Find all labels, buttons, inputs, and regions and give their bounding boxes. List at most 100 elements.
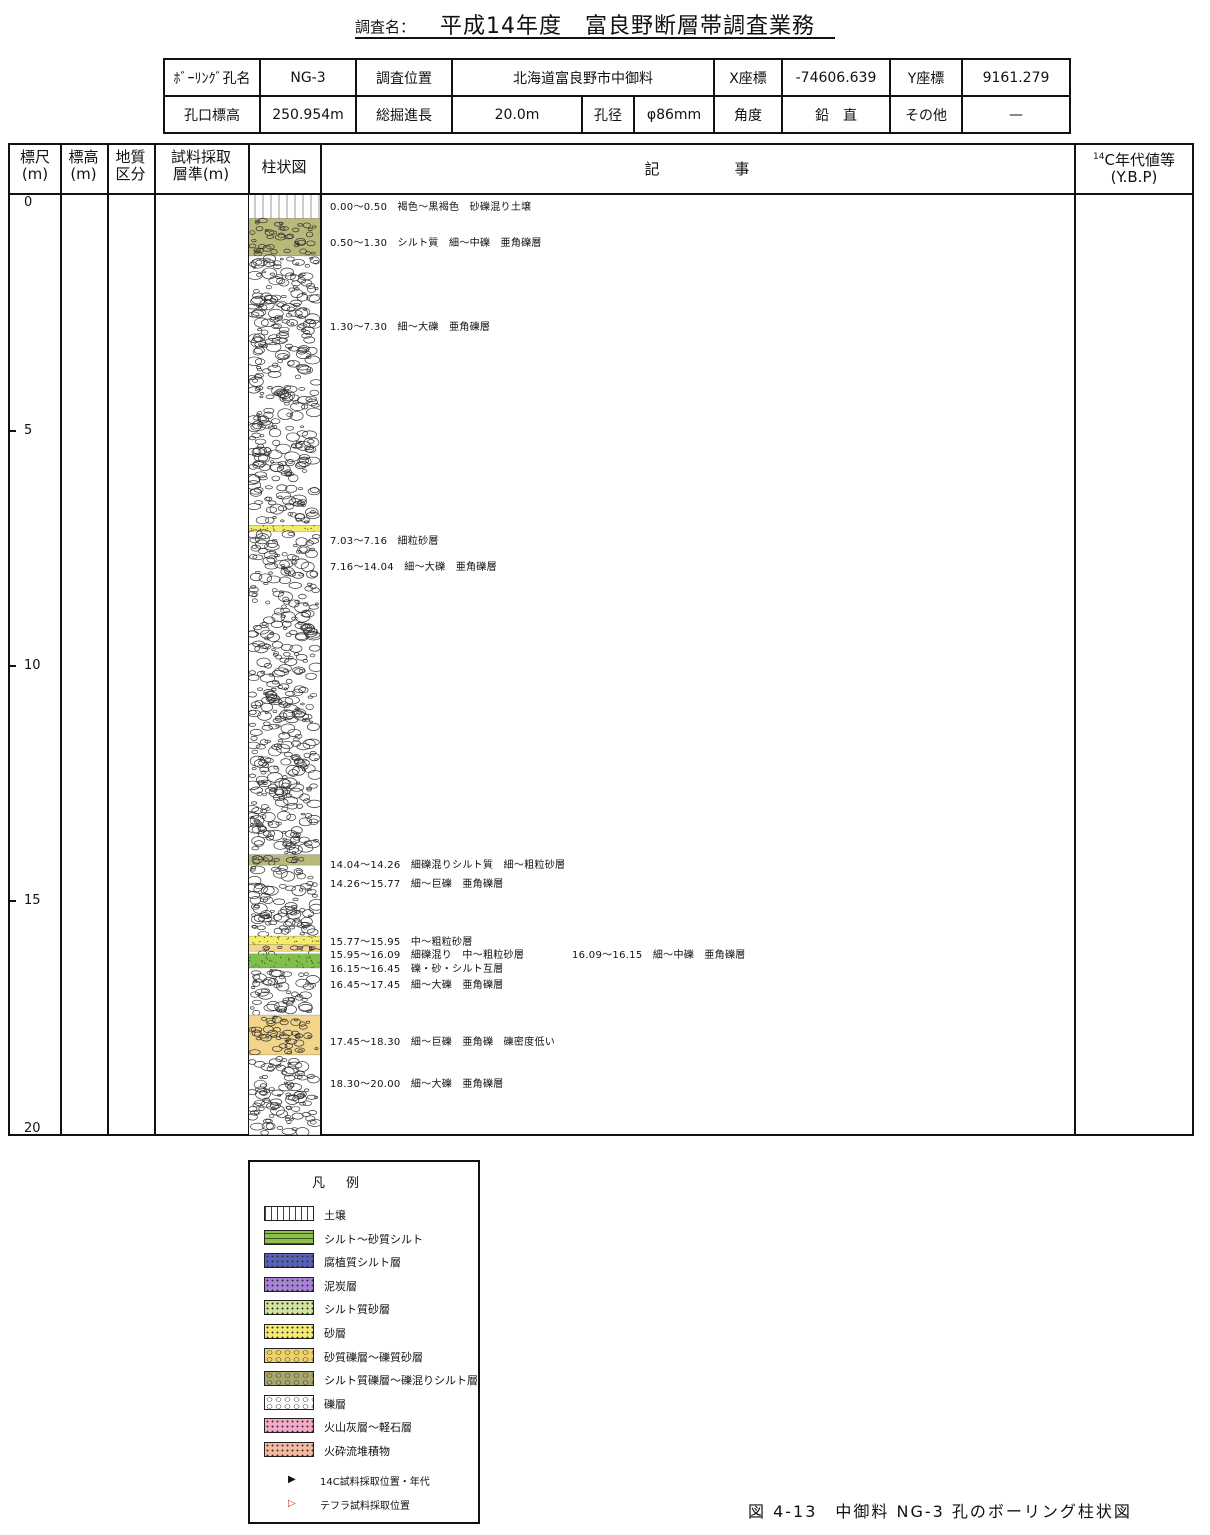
figure-caption: 図 4-13 中御料 NG-3 孔のボーリング柱状図 bbox=[748, 1502, 1132, 1521]
gravel-clast bbox=[295, 1035, 301, 1039]
gravel-clast bbox=[251, 986, 256, 990]
gravel-clast bbox=[255, 385, 264, 391]
header-elevation: 標高 (m) bbox=[68, 148, 99, 183]
gravel-clast bbox=[266, 575, 281, 584]
sand-dot bbox=[273, 529, 276, 531]
gravel-clast bbox=[252, 289, 260, 294]
gravel-clast bbox=[260, 318, 276, 327]
sand-dot bbox=[303, 939, 305, 941]
gravel-clast bbox=[271, 648, 276, 652]
gravel-clast bbox=[309, 644, 320, 652]
gravel-clast bbox=[273, 651, 279, 656]
gravel-clast bbox=[292, 571, 305, 579]
legend-swatch bbox=[264, 1276, 314, 1292]
gravel-clast bbox=[299, 932, 305, 936]
gravel-clast bbox=[297, 1049, 303, 1053]
gravel-clast bbox=[309, 389, 320, 397]
gravel-clast bbox=[257, 687, 264, 691]
gravel-clast bbox=[273, 858, 280, 862]
gravel-clast bbox=[285, 1094, 300, 1105]
gravel-clast bbox=[269, 1102, 281, 1109]
gravel-clast bbox=[287, 1061, 292, 1065]
gravel-clast bbox=[288, 309, 303, 317]
gravel-clast bbox=[288, 474, 299, 483]
sand-dot bbox=[252, 942, 254, 944]
sand-dot bbox=[294, 941, 296, 943]
gravel-clast bbox=[307, 487, 320, 496]
gravel-clast bbox=[256, 273, 262, 277]
gravel-clast bbox=[301, 997, 308, 1002]
gravel-clast bbox=[285, 990, 292, 995]
legend-swatch bbox=[264, 1394, 314, 1410]
gravel-clast bbox=[267, 829, 284, 841]
sand-dot bbox=[306, 957, 308, 959]
gravel-clast bbox=[291, 710, 306, 719]
strata-layer bbox=[249, 854, 320, 866]
gravel-clast bbox=[278, 796, 285, 801]
gravel-clast bbox=[284, 272, 296, 280]
gravel-clast bbox=[262, 945, 271, 951]
gravel-clast bbox=[303, 330, 311, 335]
sand-dot bbox=[272, 526, 274, 528]
gravel-clast bbox=[257, 415, 269, 424]
gravel-clast bbox=[294, 374, 301, 380]
gravel-clast bbox=[277, 945, 283, 950]
gravel-clast bbox=[254, 1061, 266, 1068]
sand-dot bbox=[265, 956, 267, 958]
gravel-clast bbox=[265, 285, 272, 290]
gravel-clast bbox=[284, 843, 296, 850]
gravel-clast bbox=[308, 319, 320, 329]
col-divider bbox=[107, 145, 109, 1134]
gravel-clast bbox=[287, 570, 297, 577]
info-label-x: X座標 bbox=[713, 58, 783, 97]
gravel-clast bbox=[266, 632, 281, 642]
legend-swatch bbox=[264, 1418, 314, 1434]
info-label-elevation: 孔口標高 bbox=[163, 95, 261, 134]
gravel-clast bbox=[258, 1106, 265, 1111]
info-label-y: Y座標 bbox=[889, 58, 963, 97]
gravel-clast bbox=[259, 392, 265, 395]
gravel-clast bbox=[249, 643, 261, 653]
gravel-clast bbox=[301, 404, 309, 410]
col-divider bbox=[60, 145, 62, 1134]
gravel-clast bbox=[258, 991, 273, 1000]
gravel-clast bbox=[271, 641, 283, 649]
gravel-clast bbox=[251, 1029, 262, 1037]
gravel-clast bbox=[292, 285, 298, 289]
gravel-clast bbox=[295, 237, 307, 247]
gravel-clast bbox=[281, 789, 291, 795]
gravel-clast bbox=[296, 349, 312, 360]
gravel-clast bbox=[280, 905, 294, 915]
gravel-clast bbox=[294, 240, 299, 244]
gravel-clast bbox=[274, 559, 290, 569]
gravel-clast bbox=[250, 801, 258, 805]
gravel-clast bbox=[306, 369, 311, 373]
gravel-clast bbox=[303, 319, 317, 328]
gravel-clast bbox=[304, 263, 310, 268]
scale-tick-mark bbox=[10, 430, 16, 432]
gravel-clast bbox=[297, 239, 306, 246]
sand-dot bbox=[271, 960, 273, 962]
legend-marker-c14: 14C試料採取位置・年代 bbox=[320, 1477, 430, 1488]
gravel-clast bbox=[284, 928, 291, 933]
gravel-clast bbox=[301, 332, 312, 339]
legend: 凡 例 土壌シルト～砂質シルト腐植質シルト層泥炭層シルト質砂層砂層砂質礫層～礫質… bbox=[248, 1160, 480, 1524]
gravel-clast bbox=[251, 836, 266, 846]
description-line: 7.03～7.16 細粒砂層 bbox=[330, 536, 439, 548]
gravel-clast bbox=[259, 756, 272, 764]
gravel-clast bbox=[303, 308, 308, 311]
sand-dot bbox=[266, 958, 268, 960]
sand-dot bbox=[312, 940, 314, 942]
description-line: 1.30～7.30 細～大礫 亜角礫層 bbox=[330, 322, 491, 334]
sand-dot bbox=[249, 957, 251, 959]
gravel-clast bbox=[292, 227, 300, 233]
gravel-clast bbox=[300, 609, 315, 618]
gravel-clast bbox=[278, 701, 289, 708]
gravel-clast bbox=[313, 839, 319, 843]
gravel-clast bbox=[255, 221, 260, 225]
gravel-clast bbox=[249, 423, 261, 433]
gravel-clast bbox=[288, 582, 302, 589]
gravel-clast bbox=[288, 769, 299, 777]
gravel-clast bbox=[296, 781, 301, 785]
gravel-clast bbox=[296, 869, 302, 873]
